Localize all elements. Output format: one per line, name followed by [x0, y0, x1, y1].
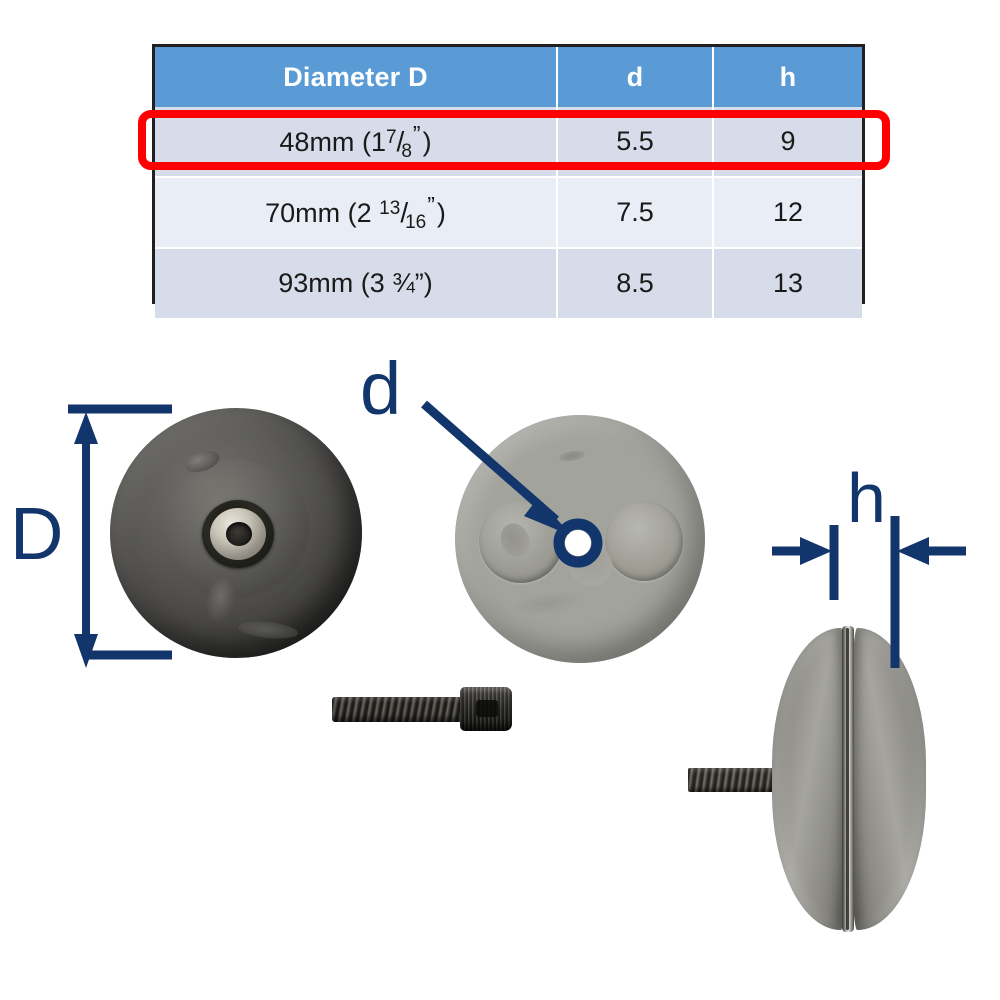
- hex-socket: [476, 700, 498, 717]
- anode-half-left: [772, 628, 848, 930]
- arrowhead-down: [74, 634, 98, 668]
- table-header-row: Diameter D d h: [155, 47, 862, 107]
- paren-open: (: [347, 197, 357, 228]
- arrowhead-right: [800, 537, 832, 565]
- inch-mark: ”: [427, 191, 435, 218]
- vulgar-fraction: ¾: [392, 268, 415, 298]
- cell-h: 9: [713, 107, 862, 178]
- fraction-slash: /: [396, 125, 405, 157]
- column-header-d: d: [557, 47, 714, 107]
- surface-dent: [496, 519, 534, 561]
- fraction-denominator: 16: [405, 211, 427, 233]
- assembly-seam-line: [846, 628, 849, 930]
- dimension-label-h: h: [847, 459, 886, 537]
- anode-pair-side-view: [688, 612, 938, 947]
- table-row: 70mm (2 13/16”) 7.5 12: [155, 177, 862, 249]
- imperial-fraction: 17/8”: [370, 121, 423, 162]
- anode-half-right: [850, 628, 926, 930]
- inch-mark: ”: [412, 120, 421, 147]
- threaded-stud: [688, 768, 780, 792]
- column-header-diameter: Diameter D: [155, 47, 558, 107]
- cast-boss-left: [479, 499, 563, 583]
- cell-h: 12: [713, 177, 862, 249]
- surface-blemish: [558, 448, 586, 464]
- paren-close: ): [423, 268, 433, 298]
- diameter-mm-value: 70mm: [265, 197, 341, 228]
- cell-diameter: 48mm (17/8”): [155, 107, 558, 178]
- fraction-denominator: 8: [401, 140, 412, 162]
- specification-table: Diameter D d h 48mm (17/8”) 5.5 9 70mm (…: [152, 44, 865, 320]
- cell-d: 8.5: [557, 248, 714, 320]
- cast-boss-right: [605, 501, 683, 581]
- center-insert: [202, 500, 274, 568]
- paren-close: ): [436, 197, 446, 228]
- anode-disc-front-view: [110, 408, 362, 658]
- arrowhead-left: [897, 537, 929, 565]
- dimension-label-D: D: [10, 492, 64, 575]
- screw-head: [460, 687, 512, 731]
- fraction-slash: /: [400, 196, 409, 228]
- diameter-mm-value: 48mm: [279, 126, 355, 157]
- imperial-fraction: 13/16”: [379, 192, 437, 233]
- center-hole: [226, 522, 252, 546]
- surface-blemish: [237, 618, 299, 642]
- paren-close: ): [422, 126, 432, 157]
- cell-h: 13: [713, 248, 862, 320]
- table-row: 93mm (3 ¾”) 8.5 13: [155, 248, 862, 320]
- whole-number: 3: [369, 268, 385, 298]
- inch-mark: ”: [414, 268, 424, 298]
- paren-open: (: [360, 268, 370, 298]
- socket-cap-screw: [332, 686, 522, 732]
- metal-ring: [210, 508, 266, 560]
- whole-number: 1: [370, 126, 386, 157]
- dimension-label-d: d: [360, 347, 402, 430]
- arrowhead-up: [74, 412, 98, 444]
- fraction-numerator: 7: [385, 126, 397, 148]
- whole-number: 2: [356, 197, 372, 228]
- table-row: 48mm (17/8”) 5.5 9: [155, 107, 862, 178]
- cell-d: 5.5: [557, 107, 714, 178]
- anode-disc-reverse-view: [455, 415, 705, 663]
- paren-open: (: [361, 126, 371, 157]
- screw-threaded-shank: [332, 697, 464, 722]
- fraction-numerator: 13: [379, 197, 401, 219]
- cell-d: 7.5: [557, 177, 714, 249]
- surface-blemish: [509, 588, 583, 620]
- diameter-mm-value: 93mm: [278, 268, 354, 298]
- cell-diameter: 93mm (3 ¾”): [155, 248, 558, 320]
- column-header-h: h: [713, 47, 862, 107]
- cell-diameter: 70mm (2 13/16”): [155, 177, 558, 249]
